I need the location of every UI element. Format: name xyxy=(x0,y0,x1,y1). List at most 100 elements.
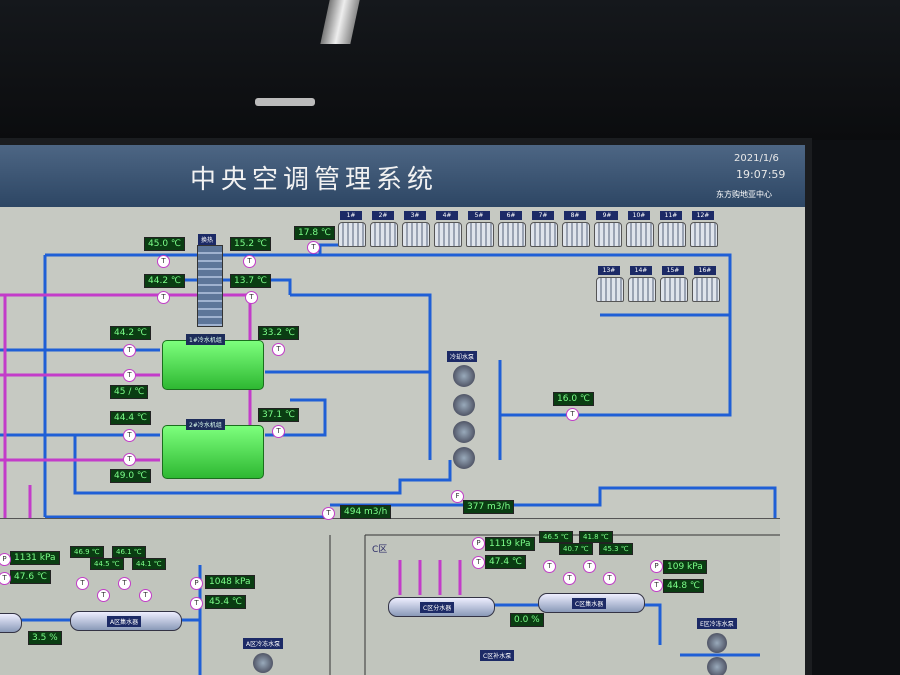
time-display: 19:07:59 xyxy=(736,168,786,181)
value-readout: 45 / ℃ xyxy=(110,385,149,399)
left-vessel[interactable] xyxy=(0,613,22,633)
tower-body xyxy=(628,277,656,302)
temp-sensor-icon[interactable]: T xyxy=(272,343,285,356)
temp-sensor-icon[interactable]: T xyxy=(118,577,131,590)
temp-sensor-icon[interactable]: T xyxy=(190,597,203,610)
temp-sensor-icon[interactable]: T xyxy=(272,425,285,438)
value-readout: 37.1 ℃ xyxy=(258,408,300,422)
cooling-tower[interactable]: 1# xyxy=(338,211,366,247)
pressure-sensor-icon[interactable]: P xyxy=(472,537,485,550)
tower-label: 1# xyxy=(340,211,362,220)
temp-sensor-icon[interactable]: T xyxy=(543,560,556,573)
cooling-tower[interactable]: 6# xyxy=(498,211,526,247)
temp-sensor-icon[interactable]: T xyxy=(563,572,576,585)
value-readout: 1131 kPa xyxy=(10,551,60,565)
tower-body xyxy=(402,222,430,247)
value-readout: 41.8 ℃ xyxy=(579,531,613,543)
temp-sensor-icon[interactable]: T xyxy=(0,572,11,585)
chiller-2-label: 2#冷水机组 xyxy=(186,419,225,430)
temp-sensor-icon[interactable]: T xyxy=(157,291,170,304)
ceiling-light xyxy=(255,98,315,106)
temp-sensor-icon[interactable]: T xyxy=(583,560,596,573)
zone-a-collector-label: A区集水器 xyxy=(107,616,142,627)
cooling-tower[interactable]: 14# xyxy=(628,266,656,302)
tower-body xyxy=(594,222,622,247)
zone-e-pump-label: E区冷冻水泵 xyxy=(697,618,737,629)
temp-sensor-icon[interactable]: T xyxy=(650,579,663,592)
temp-sensor-icon[interactable]: T xyxy=(472,556,485,569)
cooling-tower[interactable]: 9# xyxy=(594,211,622,247)
room-background xyxy=(0,0,900,140)
chiller-1-label: 1#冷水机组 xyxy=(186,334,225,345)
cooling-pump-4[interactable] xyxy=(453,447,475,469)
date-display: 2021/1/6 xyxy=(734,153,779,164)
tower-label: 14# xyxy=(630,266,652,275)
tower-body xyxy=(596,277,624,302)
temp-sensor-icon[interactable]: T xyxy=(123,369,136,382)
temp-sensor-icon[interactable]: T xyxy=(245,291,258,304)
temp-sensor-icon[interactable]: T xyxy=(157,255,170,268)
cooling-tower[interactable]: 3# xyxy=(402,211,430,247)
pressure-sensor-icon[interactable]: P xyxy=(650,560,663,573)
temp-sensor-icon[interactable]: T xyxy=(97,589,110,602)
temp-sensor-icon[interactable]: T xyxy=(139,589,152,602)
cooling-pump-2[interactable] xyxy=(453,394,475,416)
chiller-2[interactable] xyxy=(162,425,264,479)
zone-a-pumps-label: A区冷冻水泵 xyxy=(243,638,284,649)
zone-a-pump[interactable] xyxy=(253,653,273,673)
cooling-pump-3[interactable] xyxy=(453,421,475,443)
title-bar: 中央空调管理系统 2021/1/6 19:07:59 东方购地亚中心 xyxy=(0,145,805,207)
value-readout: 45.0 ℃ xyxy=(144,237,186,251)
tower-body xyxy=(498,222,526,247)
zone-e-pump-2[interactable] xyxy=(707,657,727,675)
temp-sensor-icon[interactable]: T xyxy=(603,572,616,585)
temp-sensor-icon[interactable]: T xyxy=(123,344,136,357)
temp-sensor-icon[interactable]: T xyxy=(76,577,89,590)
tower-label: 15# xyxy=(662,266,684,275)
page-title: 中央空调管理系统 xyxy=(190,165,439,195)
temp-sensor-icon[interactable]: T xyxy=(123,453,136,466)
tower-label: 8# xyxy=(564,211,586,220)
zone-c-collector-label: C区集水器 xyxy=(572,598,607,609)
tower-label: 11# xyxy=(660,211,682,220)
cooling-tower[interactable]: 13# xyxy=(596,266,624,302)
value-readout: 16.0 ℃ xyxy=(553,392,595,406)
temp-sensor-icon[interactable]: T xyxy=(123,429,136,442)
cooling-tower[interactable]: 16# xyxy=(692,266,720,302)
value-readout: 377 m3/h xyxy=(463,500,515,514)
tower-body xyxy=(626,222,654,247)
value-readout: 44.2 ℃ xyxy=(144,274,186,288)
cooling-tower[interactable]: 12# xyxy=(690,211,718,247)
tower-label: 9# xyxy=(596,211,618,220)
cooling-tower[interactable]: 7# xyxy=(530,211,558,247)
flow-sensor-icon[interactable]: F xyxy=(451,490,464,503)
value-readout: 46.1 ℃ xyxy=(112,546,146,558)
zone-e-pump-1[interactable] xyxy=(707,633,727,653)
value-readout: 47.4 ℃ xyxy=(485,555,527,569)
temp-sensor-icon[interactable]: T xyxy=(322,507,335,520)
cooling-tower[interactable]: 5# xyxy=(466,211,494,247)
cooling-tower[interactable]: 2# xyxy=(370,211,398,247)
cooling-tower[interactable]: 4# xyxy=(434,211,462,247)
tower-body xyxy=(660,277,688,302)
value-readout: 45.3 ℃ xyxy=(599,543,633,555)
temp-sensor-icon[interactable]: T xyxy=(243,255,256,268)
value-readout: 1048 kPa xyxy=(205,575,255,589)
tower-label: 13# xyxy=(598,266,620,275)
cooling-pump-1[interactable] xyxy=(453,365,475,387)
value-readout: 17.8 ℃ xyxy=(294,226,336,240)
tower-body xyxy=(434,222,462,247)
cooling-tower[interactable]: 10# xyxy=(626,211,654,247)
company-name: 东方购地亚中心 xyxy=(716,190,772,199)
tower-body xyxy=(692,277,720,302)
value-readout: 45.4 ℃ xyxy=(205,595,247,609)
scada-screen: 中央空调管理系统 2021/1/6 19:07:59 东方购地亚中心 xyxy=(0,145,805,675)
cooling-tower[interactable]: 15# xyxy=(660,266,688,302)
pressure-sensor-icon[interactable]: P xyxy=(0,553,11,566)
cooling-tower[interactable]: 8# xyxy=(562,211,590,247)
pressure-sensor-icon[interactable]: P xyxy=(190,577,203,590)
temp-sensor-icon[interactable]: T xyxy=(566,408,579,421)
chiller-1[interactable] xyxy=(162,340,264,390)
temp-sensor-icon[interactable]: T xyxy=(307,241,320,254)
cooling-tower[interactable]: 11# xyxy=(658,211,686,247)
